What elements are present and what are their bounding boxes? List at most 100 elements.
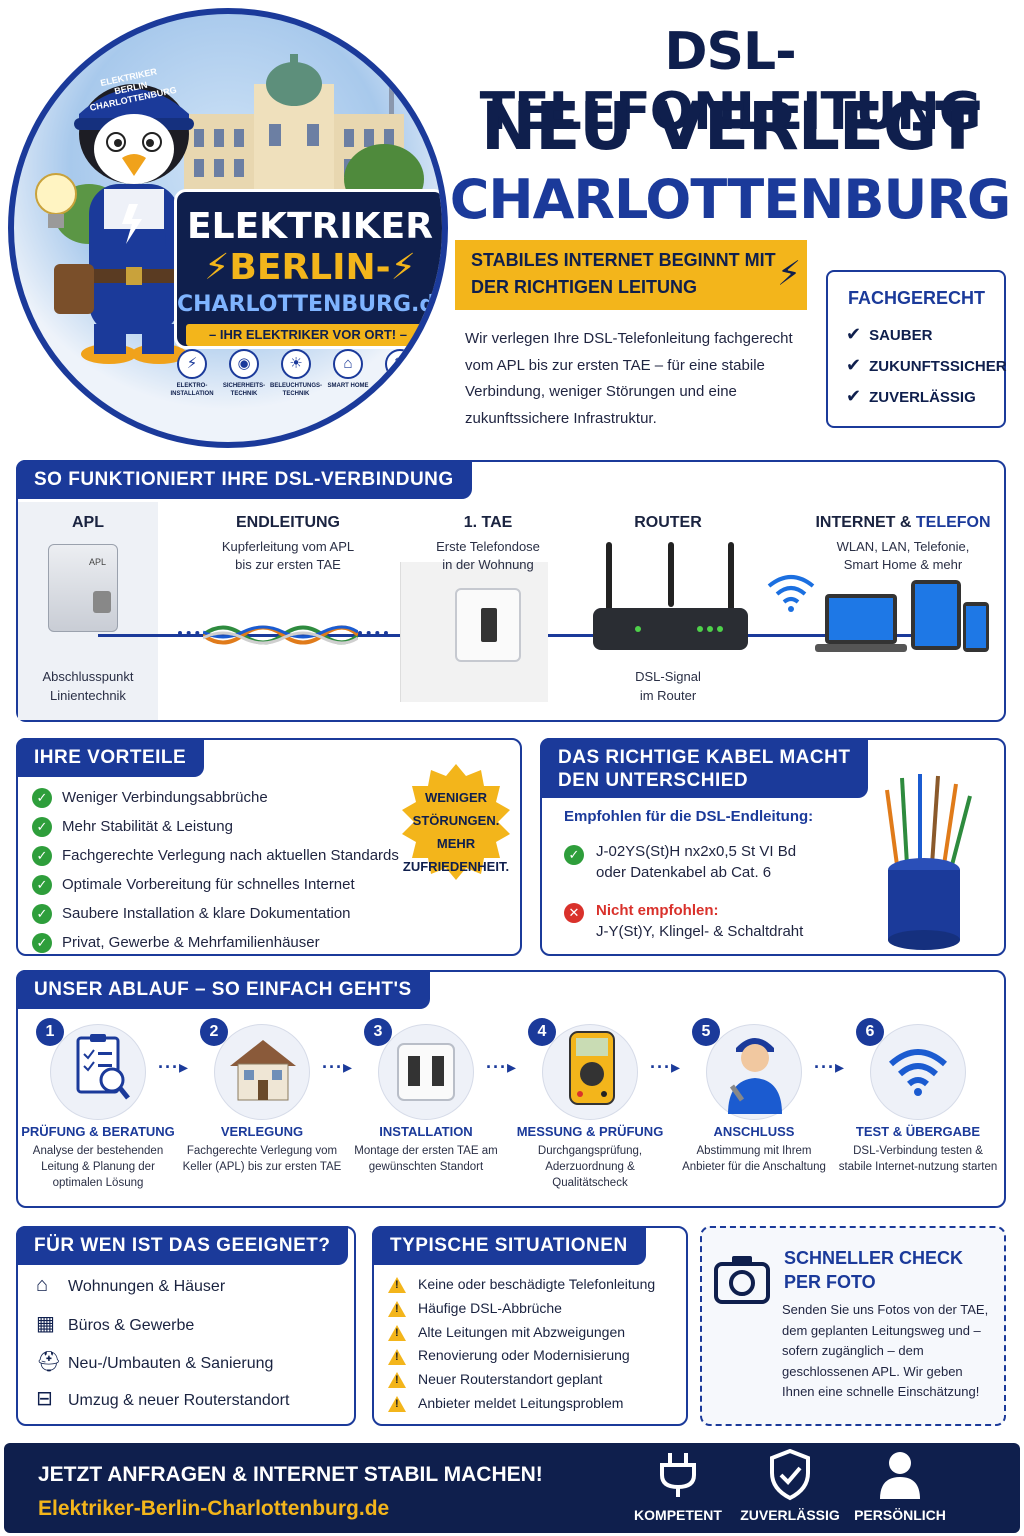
tae-socket (455, 588, 521, 662)
fachgerecht-item: ✔SAUBER (846, 324, 933, 344)
apl-caption-line1: Abschlusspunkt (42, 669, 134, 684)
logo-badge: ELEKTRIKER BERLIN CHARLOTTENBURG ELEKTRI… (8, 8, 448, 448)
step-desc: DSL-Verbindung testen & stabile Internet… (838, 1145, 998, 1173)
title-line1: DSL-TELEFONLEITUNG (479, 22, 982, 142)
clipboard-magnifier-icon (76, 1034, 130, 1100)
shield-check-icon (770, 1449, 810, 1501)
socket-icon: ◉ (229, 349, 259, 379)
tae-sub-line2: in der Wohnung (442, 557, 534, 572)
internet-sub-line2: Smart Home & mehr (843, 557, 963, 572)
step-title: VERLEGUNG (220, 1124, 304, 1139)
apl-device: APL (48, 544, 118, 632)
seal-text: WENIGER STÖRUNGEN. MEHR ZUFRIEDENHEIT. (402, 790, 510, 874)
router-caption-line2: im Router (639, 688, 697, 703)
service-label: ELEKTRO-INSTALLATION (170, 383, 214, 397)
lightning-left-icon: ⚡ (204, 247, 230, 288)
bulb-icon: ☀ (281, 349, 311, 379)
apl-title: APL (72, 514, 104, 531)
router-icon: ⊟ (36, 1388, 53, 1410)
check-icon: ✓ (32, 904, 52, 924)
warning-icon (388, 1324, 406, 1341)
wifi-icon (889, 1049, 947, 1096)
banner-line2: DER RICHTIGEN LEITUNG (471, 277, 698, 297)
geeignet-tab: FÜR WEN IST DAS GEEIGNET? (16, 1226, 349, 1265)
warning-icon (388, 1277, 406, 1294)
situation-item: Neuer Routerstandort geplant (388, 1371, 655, 1389)
office-building-icon: ▦ (36, 1313, 55, 1335)
geeignet-item: ⛑Neu-/Umbauten & Sanierung (36, 1351, 274, 1373)
multimeter-icon (569, 1031, 615, 1105)
camera-icon (714, 1256, 770, 1304)
service-label: SMART HOME (327, 383, 369, 389)
step-title: PRÜFUNG & BERATUNG (21, 1124, 175, 1139)
router-caption-line1: DSL-Signal (635, 669, 701, 684)
tae-title: 1. TAE (463, 514, 513, 531)
lightning-right-icon: ⚡ (390, 247, 416, 288)
vorteile-section: IHRE VORTEILE ✓Weniger Verbindungsabbrüc… (16, 738, 522, 956)
lightning-icon: ⚡ (777, 255, 801, 293)
step-number: 6 (856, 1018, 884, 1046)
smart-home-icon: ⌂ (333, 349, 363, 379)
footer-bar: JETZT ANFRAGEN & INTERNET STABIL MACHEN!… (4, 1443, 1020, 1533)
step-desc: Durchgangsprüfung, Aderzuordnung & Quali… (537, 1145, 643, 1189)
step-desc: Montage der ersten TAE am gewünschten St… (354, 1145, 498, 1173)
diagram-section: SO FUNKTIONIERT IHRE DSL-VERBINDUNG APL … (16, 460, 1006, 722)
fachgerecht-item: ✔ZUVERLÄSSIG (846, 386, 976, 406)
foto-check-title-line1: SCHNELLER CHECK (784, 1248, 964, 1268)
vorteil-item: ✓Privat, Gewerbe & Mehrfamilienhäuser (32, 933, 399, 953)
check-icon: ✔ (846, 324, 862, 344)
router-illustration (593, 542, 748, 650)
foto-check-text: Senden Sie uns Fotos von der TAE, dem ge… (782, 1302, 989, 1399)
step-number: 4 (528, 1018, 556, 1046)
plug-icon (660, 1453, 696, 1497)
warning-icon (388, 1348, 406, 1365)
ablauf-tab: UNSER ABLAUF – SO EINFACH GEHT'S (16, 970, 430, 1009)
vorteil-item: ✓Saubere Installation & klare Dokumentat… (32, 904, 399, 924)
arrow-icon: ···▸ (486, 1057, 518, 1077)
step-number: 3 (364, 1018, 392, 1046)
twisted-cable-illustration (203, 625, 358, 645)
kabel-tab: DAS RICHTIGE KABEL MACHT DEN UNTERSCHIED (540, 738, 869, 798)
footer-cta: JETZT ANFRAGEN & INTERNET STABIL MACHEN! (38, 1463, 543, 1486)
title-line3: CHARLOTTENBURG (449, 168, 1012, 231)
router-title: ROUTER (634, 514, 702, 531)
situation-item: Anbieter meldet Leitungsproblem (388, 1395, 655, 1413)
situation-item: Alte Leitungen mit Abzweigungen (388, 1324, 655, 1341)
footer-url[interactable]: Elektriker-Berlin-Charlottenburg.de (38, 1497, 390, 1520)
service-label: SICHERHEITS-TECHNIK (222, 383, 266, 397)
tagline-bar: – IHR ELEKTRIKER VOR ORT! – (186, 324, 430, 346)
situation-item: Häufige DSL-Abbrüche (388, 1300, 655, 1318)
ablauf-section: UNSER ABLAUF – SO EINFACH GEHT'S 1 PRÜFU… (16, 970, 1006, 1208)
fachgerecht-item: ✔ZUKUNFTSSICHER (846, 355, 1007, 375)
step-title: INSTALLATION (379, 1124, 473, 1139)
situationen-tab: TYPISCHE SITUATIONEN (372, 1226, 646, 1265)
foto-check-title-line2: PER FOTO (784, 1272, 876, 1292)
fachgerecht-title: FACHGERECHT (848, 288, 986, 308)
brand-line3: CHARLOTTENBURG.de (177, 292, 448, 317)
footer-badge-label: PERSÖNLICH (854, 1507, 946, 1523)
lightning-icon: ⚡ (177, 349, 207, 379)
endleitung-sub-line2: bis zur ersten TAE (235, 557, 341, 572)
devices-illustration (815, 580, 989, 652)
technician-icon (728, 1038, 782, 1114)
yellow-banner: STABILES INTERNET BEGINNT MIT DER RICHTI… (455, 240, 807, 310)
service-security: ◉ SICHERHEITS-TECHNIK (218, 349, 270, 398)
geeignet-item: ⌂Wohnungen & Häuser (36, 1274, 226, 1296)
service-electro: ⚡ ELEKTRO-INSTALLATION (166, 349, 218, 398)
fachgerecht-box: FACHGERECHT ✔SAUBER ✔ZUKUNFTSSICHER ✔ZUV… (826, 270, 1007, 428)
step-desc: Abstimmung mit Ihrem Anbieter für die An… (682, 1145, 826, 1173)
step-desc: Fachgerechte Verlegung vom Keller (APL) … (182, 1145, 342, 1173)
internet-title: INTERNET & TELEFON (815, 514, 991, 531)
check-icon: ✔ (846, 386, 862, 406)
vorteil-item: ✓Fachgerechte Verlegung nach aktuellen S… (32, 846, 399, 866)
warning-icon (388, 1396, 406, 1413)
check-icon: ✓ (564, 845, 584, 865)
vorteil-item: ✓Weniger Verbindungsabbrüche (32, 788, 399, 808)
step-title: TEST & ÜBERGABE (855, 1124, 981, 1139)
vorteile-tab: IHRE VORTEILE (16, 738, 205, 777)
arrow-icon: ···▸ (814, 1057, 846, 1077)
endleitung-title: ENDLEITUNG (236, 514, 340, 531)
internet-sub-line1: WLAN, LAN, Telefonie, (836, 539, 970, 554)
warning-icon (388, 1372, 406, 1389)
footer-badge-label: ZUVERLÄSSIG (740, 1507, 840, 1523)
